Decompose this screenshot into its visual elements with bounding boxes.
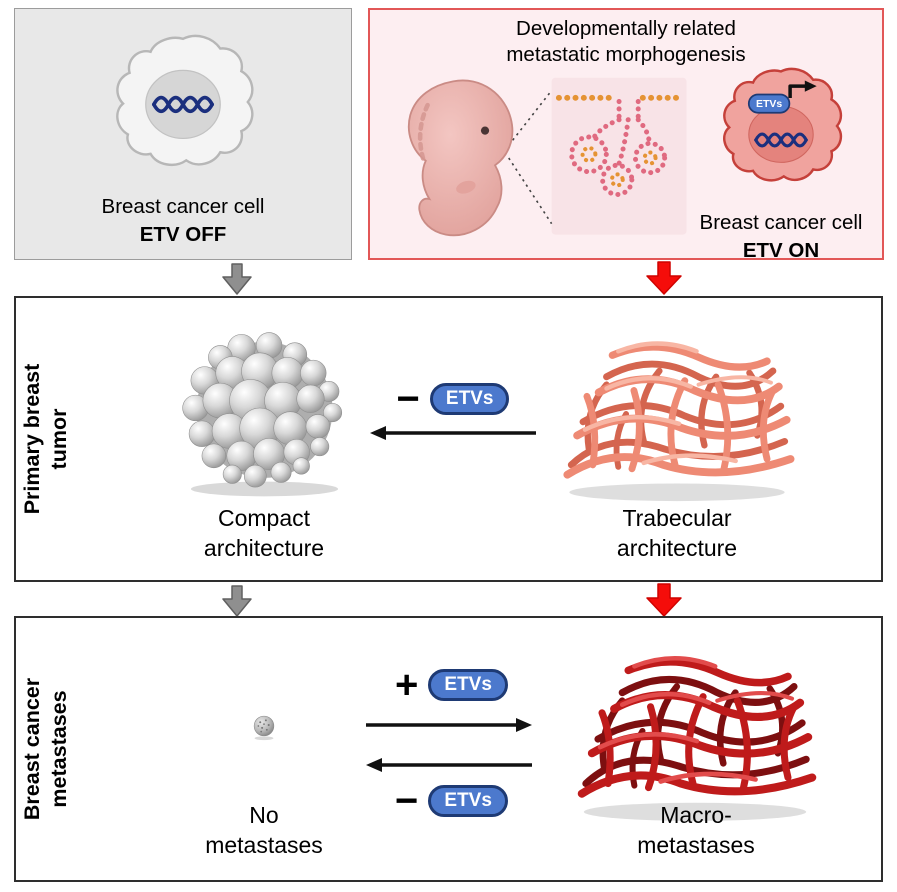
etvs-pill: ETVs [429, 383, 510, 415]
etv-on-state-label: ETV ON [742, 239, 820, 263]
caption-macro-line2: metastases [637, 832, 755, 859]
caption-compact-architecture: Compact architecture [144, 503, 384, 564]
side-label-metastases: Breast cancer metastases [19, 678, 73, 820]
embryo-branching-morphogenesis-illustration [407, 77, 687, 237]
side-label-metastases-line2: metastases [47, 690, 71, 808]
plus-sign: + [395, 663, 419, 707]
caption-trabecular-architecture: Trabecular architecture [541, 503, 813, 564]
caption-no-metastases-line1: No [249, 802, 279, 828]
side-label-primary-line2: tumor [47, 408, 71, 470]
plus-etvs-control: + ETVs [364, 663, 539, 707]
etv-off-state-label: ETV OFF [139, 223, 227, 247]
down-arrow-gray-icon [222, 585, 252, 617]
trabecular-tumor-illustration [536, 320, 818, 506]
side-label-primary-tumor: Primary breast tumor [19, 364, 73, 515]
etv-on-panel: Developmentally related metastatic morph… [368, 8, 884, 262]
down-arrow-red-icon [646, 261, 682, 295]
branching-gland-icon [555, 94, 684, 197]
caption-compact-line1: Compact [217, 505, 311, 531]
down-arrow-red-icon [646, 583, 682, 617]
minus-sign: − [396, 377, 420, 421]
micro-speck-illustration [253, 715, 275, 741]
primary-tumor-box: Primary breast tumor Compact architectur… [14, 296, 883, 582]
etvs-badge-label: ETVs [756, 98, 782, 110]
side-label-metastases-line1: Breast cancer [20, 677, 45, 821]
side-label-primary-line1: Primary breast [20, 363, 45, 515]
panel-title-line1: Developmentally related [516, 17, 736, 40]
caption-macro-metastases: Macro- metastases [556, 800, 836, 861]
red-cancer-cell-illustration: ETVs [723, 67, 843, 182]
etv-on-cell-column: ETVs Breast cancer cell ETV ON [692, 56, 870, 266]
etvs-pill: ETVs [428, 785, 508, 817]
etvs-badge: ETVs [747, 93, 791, 114]
caption-no-metastases: No metastases [154, 800, 374, 861]
right-arrow-icon [366, 718, 532, 732]
metastases-box: Breast cancer metastases No metastases M… [14, 616, 883, 882]
down-arrow-gray-icon [222, 263, 252, 295]
embryo-icon [407, 79, 514, 237]
macro-metastases-illustration [548, 634, 842, 826]
minus-etvs-control: − ETVs [368, 377, 538, 421]
caption-no-metastases-line2: metastases [205, 832, 323, 859]
minus-etvs-control: − ETVs [364, 779, 539, 823]
etv-off-cell-label: Breast cancer cell [101, 195, 265, 218]
gray-cancer-cell-illustration [116, 34, 254, 167]
etv-on-cell-label: Breast cancer cell [699, 211, 863, 234]
etvs-pill: ETVs [428, 669, 508, 701]
panel-title: Developmentally related metastatic morph… [370, 16, 882, 68]
caption-macro-line1: Macro- [660, 802, 732, 828]
etv-off-panel: Breast cancer cell ETV OFF [14, 8, 352, 260]
promoter-arrow-icon [788, 80, 817, 98]
panel-title-line2: metastatic morphogenesis [506, 43, 746, 67]
caption-trabecular-line2: architecture [616, 535, 738, 562]
compact-tumor-illustration [182, 332, 343, 497]
left-arrow-icon [370, 426, 536, 440]
minus-sign: − [395, 779, 419, 823]
caption-compact-line2: architecture [203, 535, 325, 562]
caption-trabecular-line1: Trabecular [622, 505, 732, 531]
left-arrow-icon [366, 758, 532, 772]
